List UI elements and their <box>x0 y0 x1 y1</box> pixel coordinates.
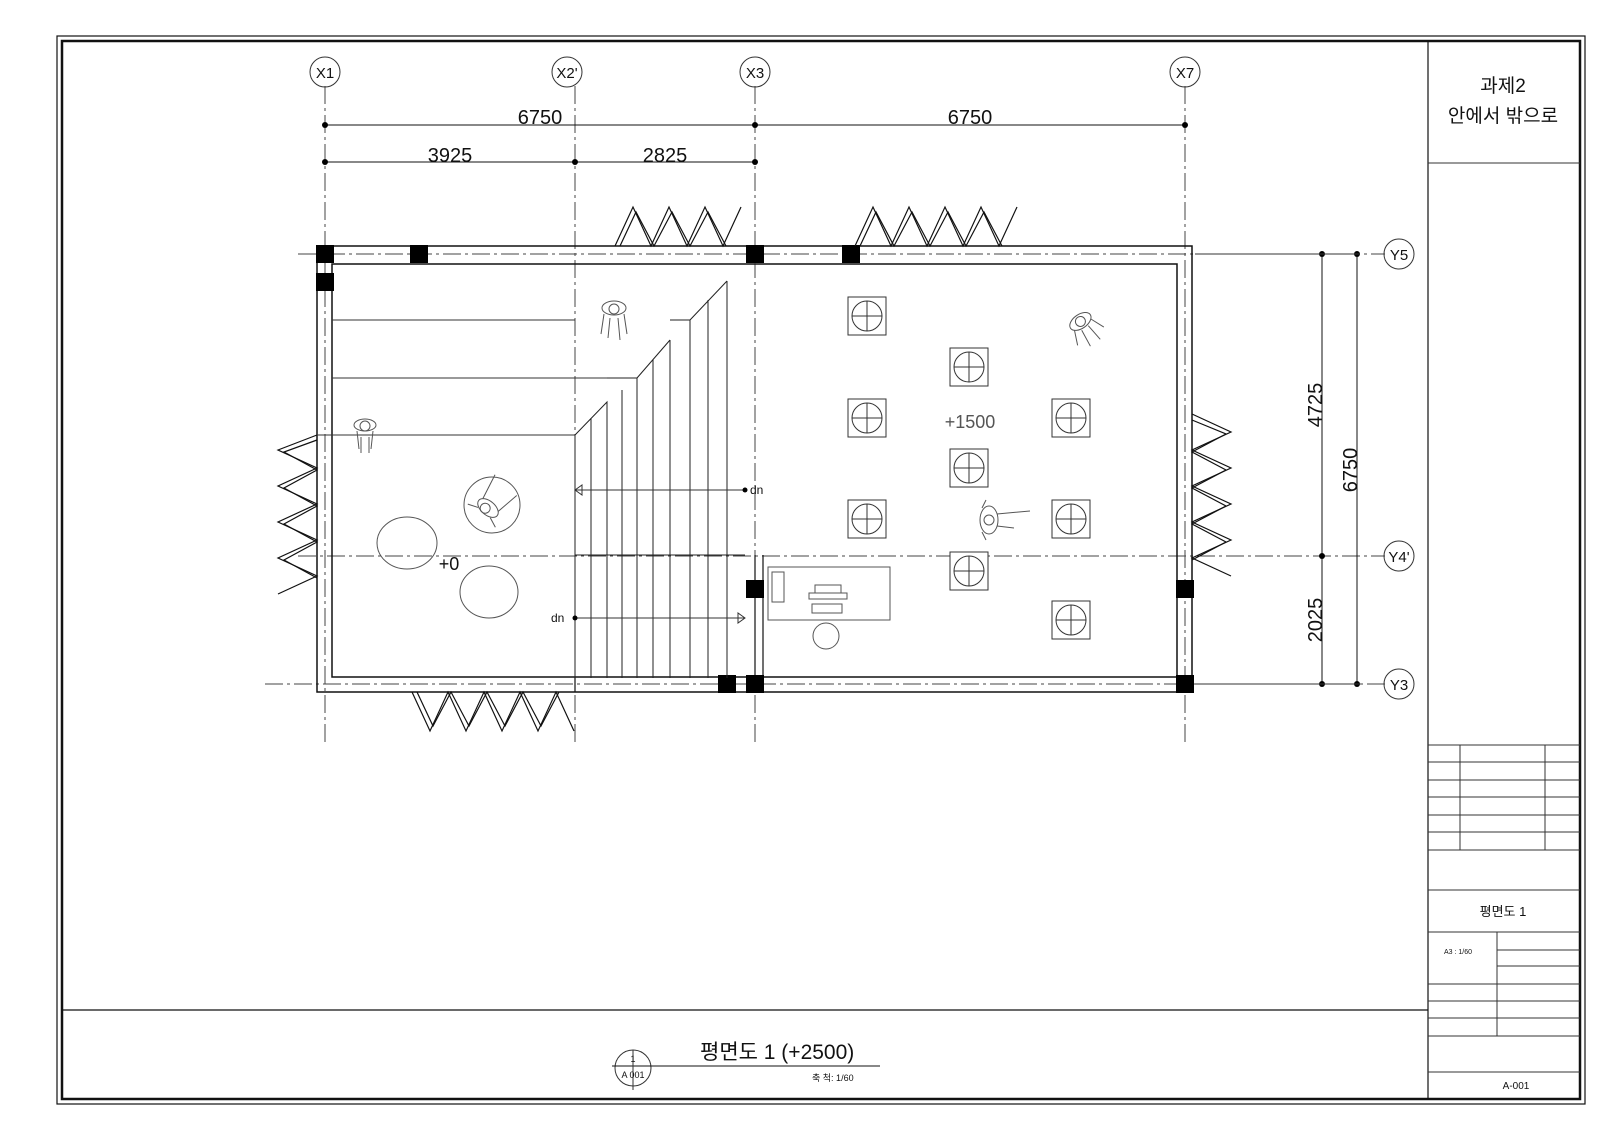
grid-bubble-x7: X7 <box>1169 56 1201 88</box>
dimensions-right: 4725 2025 6750 <box>1195 251 1362 687</box>
grid-bubble-y3: Y3 <box>1383 668 1415 700</box>
grid-label-x7: X7 <box>1176 65 1194 82</box>
stair: dn dn <box>551 280 763 678</box>
drawing-title: 1 A 001 평면도 1 (+2500) 축 척: 1/60 <box>612 1041 880 1090</box>
project-title-line2: 안에서 밖으로 <box>1448 105 1558 127</box>
grid-label-x3: X3 <box>746 65 764 82</box>
sheet-border <box>56 35 1586 1105</box>
tile <box>1051 499 1091 539</box>
grid-label-y3: Y3 <box>1390 677 1408 694</box>
revision-table <box>1428 744 1580 891</box>
project-title-line1: 과제2 <box>1480 75 1526 97</box>
drawing-scale-text: 축 척: 1/60 <box>812 1073 854 1083</box>
tile <box>847 296 887 336</box>
floor-tiles <box>847 296 1091 640</box>
level-lower: +0 <box>439 554 460 574</box>
dim-right-lower: 2025 <box>1305 598 1327 643</box>
level-upper: +1500 <box>945 412 996 432</box>
structural-columns <box>316 245 1194 693</box>
person-figure <box>467 474 518 528</box>
tile <box>949 347 989 387</box>
folding-window-right <box>1190 413 1233 577</box>
grid-bubble-y4: Y4' <box>1383 540 1415 572</box>
grid-bubble-x2: X2' <box>551 56 583 88</box>
tile <box>847 499 887 539</box>
folding-window-top-right <box>854 205 1018 248</box>
person-figure <box>353 418 377 453</box>
person-figure <box>1069 311 1105 347</box>
folding-window-bottom-left <box>411 690 575 733</box>
grid-label-x2: X2' <box>556 65 577 82</box>
person-figure <box>600 300 628 341</box>
grid-bubble-x1: X1 <box>309 56 341 88</box>
stair-dn-upper: dn <box>750 483 763 497</box>
reception-desk <box>767 566 891 650</box>
dim-top-overall-right: 6750 <box>948 107 993 129</box>
tile <box>1051 600 1091 640</box>
grid-lines <box>265 86 1385 742</box>
folding-window-top-left <box>614 205 742 248</box>
grid-label-x1: X1 <box>316 65 334 82</box>
stair-dn-lower: dn <box>551 611 564 625</box>
grid-bubble-x3: X3 <box>739 56 771 88</box>
tile <box>949 448 989 488</box>
grid-label-y4: Y4' <box>1388 549 1409 566</box>
tile <box>1051 398 1091 438</box>
lounge-seating <box>376 476 521 619</box>
dim-top-sub-left: 3925 <box>428 145 473 167</box>
person-figure <box>979 499 1031 541</box>
drawing-title-text: 평면도 1 (+2500) <box>700 1041 854 1064</box>
title-block: 과제2 안에서 밖으로 평면도 1 A3 : 1/60 <box>1427 41 1580 1099</box>
tile <box>847 398 887 438</box>
dimensions-top: 6750 6750 3925 2825 <box>322 107 1188 167</box>
tile <box>949 551 989 591</box>
title-bubble-sheet: A 001 <box>621 1070 644 1080</box>
sheet-title: 평면도 1 <box>1480 904 1527 919</box>
info-table <box>1428 932 1580 1073</box>
dim-right-upper: 4725 <box>1305 383 1327 428</box>
dim-top-sub-right: 2825 <box>643 145 688 167</box>
grid-label-y5: Y5 <box>1390 247 1408 264</box>
folding-window-left <box>276 434 319 595</box>
dim-top-overall-left: 6750 <box>518 107 563 129</box>
grid-bubble-y5: Y5 <box>1383 238 1415 270</box>
dim-right-overall: 6750 <box>1340 448 1362 493</box>
sheet-number: A-001 <box>1503 1081 1530 1092</box>
scale-small-label: A3 : 1/60 <box>1444 949 1472 956</box>
title-bubble-number: 1 <box>630 1054 635 1064</box>
